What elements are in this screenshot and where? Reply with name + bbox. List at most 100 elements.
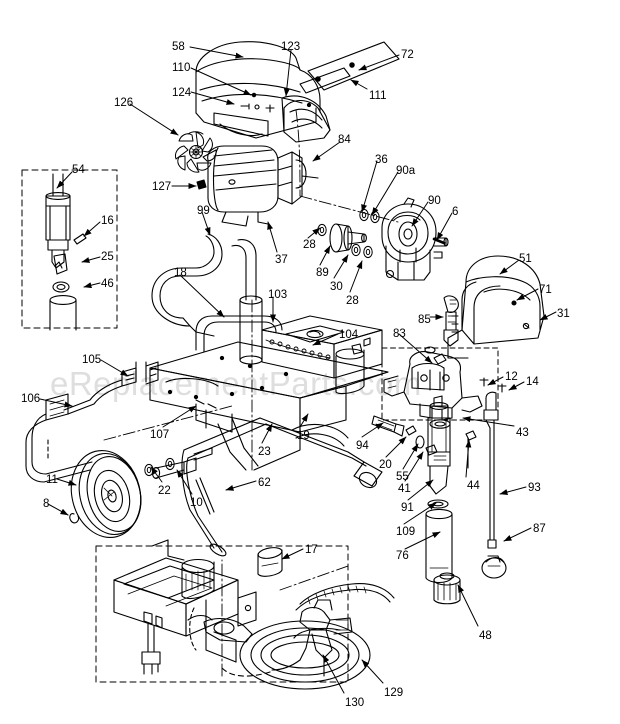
siphon-tube [481,391,507,579]
leader-line-123 [283,49,292,97]
leader-line-99 [201,211,211,236]
callout-number-8: 8 [43,498,50,510]
leader-line-55 [402,443,419,470]
leader-line-129 [361,659,384,684]
callout-number-71: 71 [539,284,552,296]
leader-line-72 [358,54,400,71]
pump-manifold-group [381,295,507,429]
leader-line-51 [499,259,520,275]
callout-number-76: 76 [396,550,409,562]
callout-number-43: 43 [516,427,529,439]
callout-number-90a: 90a [396,165,416,177]
callout-number-58: 58 [172,41,185,53]
leader-line-90 [411,201,429,227]
leader-line-41 [404,451,424,482]
callout-number-83: 83 [393,328,406,340]
callout-number-16: 16 [101,215,114,227]
callout-number-99: 99 [197,205,210,217]
callout-number-84: 84 [338,134,351,146]
leader-line-11 [56,478,77,486]
leader-line-8 [47,503,69,516]
leader-line-48 [457,584,479,627]
callout-number-126: 126 [114,97,134,109]
callout-number-55: 55 [396,471,409,483]
callout-number-94: 94 [356,440,369,452]
callout-number-22: 22 [158,485,171,497]
leader-line-28 [307,227,321,239]
leader-line-14 [508,381,525,391]
callout-number-104: 104 [339,329,359,341]
leader-line-43 [462,416,515,427]
leader-line-23 [261,423,273,444]
spray-gun [221,583,395,677]
callout-number-41: 41 [398,483,411,495]
callout-number-90: 90 [428,195,441,207]
leader-line-16 [83,221,101,237]
leader-line-10 [176,469,193,495]
callout-number-20: 20 [379,459,392,471]
gear-housing [381,197,449,281]
callout-number-93: 93 [528,482,541,494]
leader-line-62 [225,480,257,491]
motor-cover [447,255,545,359]
callout-number-44: 44 [467,480,480,492]
leader-line-71 [516,288,539,301]
callout-number-19: 19 [297,430,310,442]
center-axis [103,109,399,677]
leader-line-83 [398,333,433,364]
callout-number-28: 28 [303,239,316,251]
leader-line-17 [281,548,304,560]
callout-number-28: 28 [346,295,359,307]
fluid-hose-left [25,361,217,483]
leader-line-104 [312,333,339,346]
callout-number-89: 89 [316,267,329,279]
leader-line-94 [361,422,384,438]
electric-motor [207,145,319,227]
callout-number-30: 30 [330,281,343,293]
leader-line-91 [407,479,434,501]
callout-number-12: 12 [505,371,518,383]
leader-line-110 [190,67,252,96]
leader-line-6 [436,212,453,241]
leader-line-130 [322,654,345,694]
motor-key-127 [196,179,207,190]
callout-number-72: 72 [401,49,414,61]
frame-braces [181,417,383,557]
callout-number-18: 18 [174,267,187,279]
end-cap-17 [257,547,283,577]
shaft-and-washers [317,208,380,259]
leader-line-93 [499,486,527,495]
leader-line-105 [100,359,129,377]
leader-line-36 [361,160,378,213]
leader-line-46 [83,282,101,289]
callout-number-46: 46 [101,278,114,290]
drain-tube-62 [151,539,185,561]
leader-line-126 [129,103,179,136]
leader-line-111 [350,79,368,90]
callout-number-107: 107 [150,429,170,441]
callout-number-10: 10 [190,497,203,509]
callout-number-109: 109 [396,526,416,538]
callout-number-106: 106 [21,393,41,405]
decal-panel [299,41,400,94]
leader-line-58 [189,46,244,59]
leader-line-124 [190,91,235,105]
callout-number-105: 105 [82,354,102,366]
callout-number-48: 48 [479,630,492,642]
leader-line-109 [403,502,437,525]
inlet-valve-group [21,169,118,331]
callout-number-110: 110 [172,62,191,74]
leader-line-84 [312,141,341,162]
leader-line-87 [503,527,532,542]
leader-line-44 [465,439,472,478]
leader-line-54 [56,171,73,189]
callout-number-23: 23 [258,446,271,458]
leader-line-89 [319,245,331,266]
callout-number-37: 37 [275,254,288,266]
callout-number-31: 31 [557,308,570,320]
leader-line-12 [487,376,504,386]
callout-number-111: 111 [369,90,387,102]
leader-line-28 [349,260,363,293]
callout-number-87: 87 [533,523,546,535]
callout-number-51: 51 [519,253,532,265]
